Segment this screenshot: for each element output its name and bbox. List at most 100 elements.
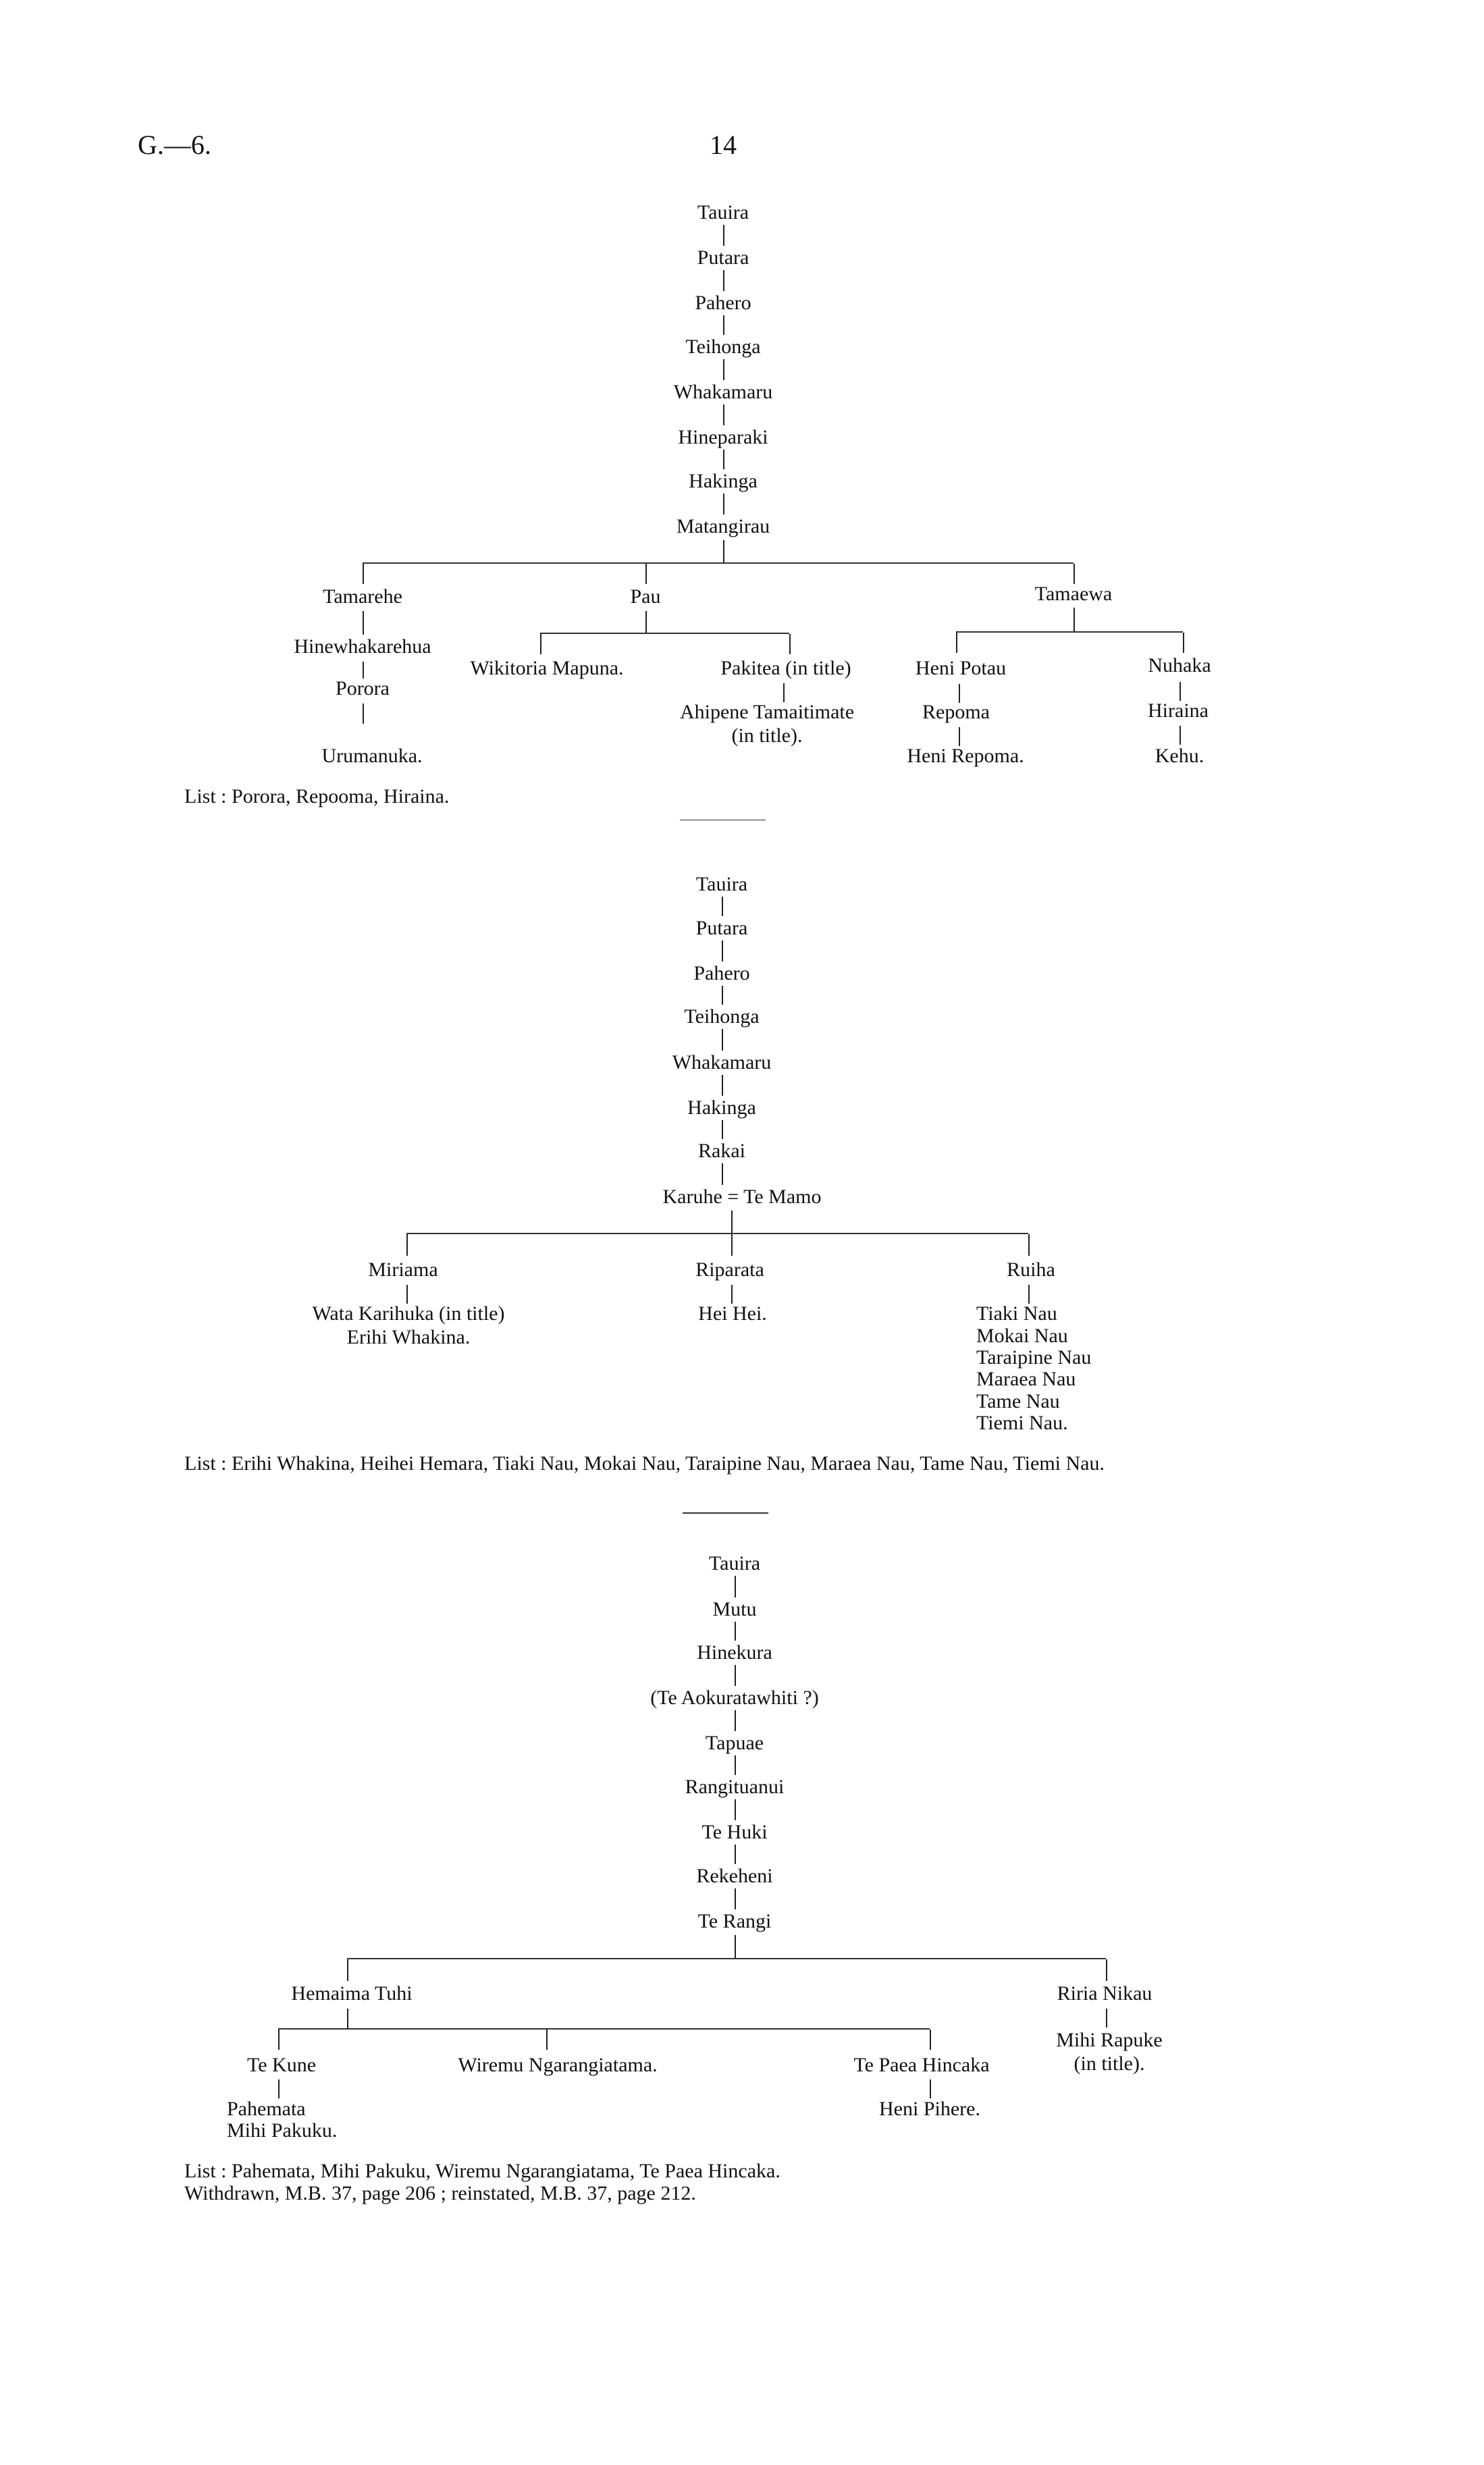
person: Ahipene Tamaitimate [679, 701, 855, 723]
connector [540, 634, 541, 654]
connector [406, 1285, 408, 1304]
ancestor: Whakamaru [673, 381, 773, 403]
person-tamaewa: Tamaewa [1034, 583, 1113, 605]
person: Hiraina [1148, 699, 1209, 722]
person: Heni Repoma. [907, 745, 1024, 767]
page-number: 14 [710, 130, 737, 160]
ancestor: Tauira [708, 1552, 761, 1574]
claimant-list: List : Pahemata, Mihi Pakuku, Wiremu Nga… [184, 2160, 780, 2182]
person: Hinewhakarehua [294, 635, 431, 658]
ancestor: Hakinga [687, 1096, 756, 1119]
connector [1180, 682, 1181, 701]
person-pau: Pau [630, 585, 661, 608]
connector [278, 2030, 280, 2050]
connector [546, 2030, 548, 2050]
ancestor: Hinekura [697, 1641, 772, 1664]
connector [645, 611, 647, 633]
connector [723, 404, 724, 425]
sibling-line [956, 631, 1183, 633]
section-divider [683, 1512, 768, 1514]
ancestor: Teihonga [684, 1005, 760, 1028]
ancestor: (Te Aokuratawhiti ?) [650, 1687, 819, 1709]
connector [735, 1576, 736, 1597]
person: Te Paea Hincaka [853, 2054, 990, 2076]
connector [363, 662, 364, 679]
connector [723, 540, 724, 562]
person-note: (in title). [731, 724, 803, 747]
connector [735, 1799, 736, 1820]
person: Wata Karihuka (in title) [312, 1302, 505, 1325]
person-ruiha: Ruiha [1007, 1258, 1055, 1281]
ancestor: Hineparaki [678, 426, 768, 448]
person: Heni Pihere. [879, 2098, 980, 2120]
connector [1183, 633, 1184, 653]
connector [722, 897, 723, 916]
connector [723, 359, 724, 380]
ancestor: Tauira [697, 201, 749, 223]
connector [347, 1959, 348, 1981]
connector [363, 564, 364, 584]
ancestor: Tapuae [705, 1732, 764, 1754]
ancestor: Matangirau [676, 515, 770, 537]
connector [1074, 608, 1075, 631]
connector [363, 611, 364, 635]
person-riria-nikau: Riria Nikau [1057, 1982, 1152, 2005]
ancestor: Putara [697, 246, 749, 269]
connector [735, 1888, 736, 1909]
connector [363, 704, 364, 724]
ancestor: Hakinga [689, 470, 758, 492]
connector [645, 564, 647, 584]
connector [406, 1234, 408, 1256]
person: Heni Potau [915, 657, 1007, 679]
connector [347, 2009, 348, 2028]
connector [956, 633, 957, 653]
connector [1074, 564, 1075, 584]
person: Porora [336, 677, 390, 699]
person: Mihi Pakuku. [227, 2119, 338, 2142]
document-reference: G.—6. [138, 130, 211, 160]
connector [722, 1163, 723, 1185]
connector [722, 940, 723, 961]
connector [278, 2079, 280, 2098]
sibling-line [347, 1958, 1106, 1959]
connector [735, 1935, 736, 1958]
connector [735, 1710, 736, 1731]
ancestor: Mutu [712, 1598, 757, 1620]
connector [930, 2030, 931, 2050]
connector [735, 1845, 736, 1864]
person: Maraea Nau [976, 1368, 1076, 1390]
ancestor: Rakai [698, 1140, 745, 1162]
connector [783, 683, 785, 702]
person: Wikitoria Mapuna. [470, 657, 624, 679]
connector [722, 1029, 723, 1051]
connector [1106, 1959, 1107, 1981]
ancestor: Pahero [695, 292, 751, 314]
connector [959, 684, 960, 703]
connector [735, 1755, 736, 1775]
ancestor: Karuhe = Te Mamo [662, 1186, 822, 1208]
connector [930, 2079, 931, 2098]
claimant-list: List : Erihi Whakina, Heihei Hemara, Tia… [184, 1452, 1105, 1475]
connector [722, 1120, 723, 1139]
person: Urumanuka. [321, 745, 423, 767]
person: Mokai Nau [976, 1325, 1068, 1347]
person: Wiremu Ngarangiatama. [458, 2054, 658, 2076]
sibling-line [406, 1233, 1028, 1234]
connector [723, 315, 724, 335]
connector [723, 450, 724, 469]
connector [722, 1075, 723, 1096]
person: Erihi Whakina. [346, 1326, 471, 1348]
ancestor: Te Rangi [697, 1910, 772, 1932]
connector [723, 270, 724, 291]
person: Hei Hei. [698, 1302, 767, 1325]
person-riparata: Riparata [695, 1258, 764, 1281]
person-tamarehe: Tamarehe [323, 585, 402, 608]
person-miriama: Miriama [368, 1258, 438, 1281]
person-note: (in title). [1074, 2052, 1145, 2075]
person: Te Kune [246, 2054, 317, 2076]
person: Mihi Rapuke [1056, 2029, 1163, 2051]
connector [731, 1211, 733, 1233]
connector [1028, 1234, 1030, 1256]
person: Pahemata [227, 2098, 306, 2120]
claimant-list: List : Porora, Repooma, Hiraina. [184, 785, 450, 807]
